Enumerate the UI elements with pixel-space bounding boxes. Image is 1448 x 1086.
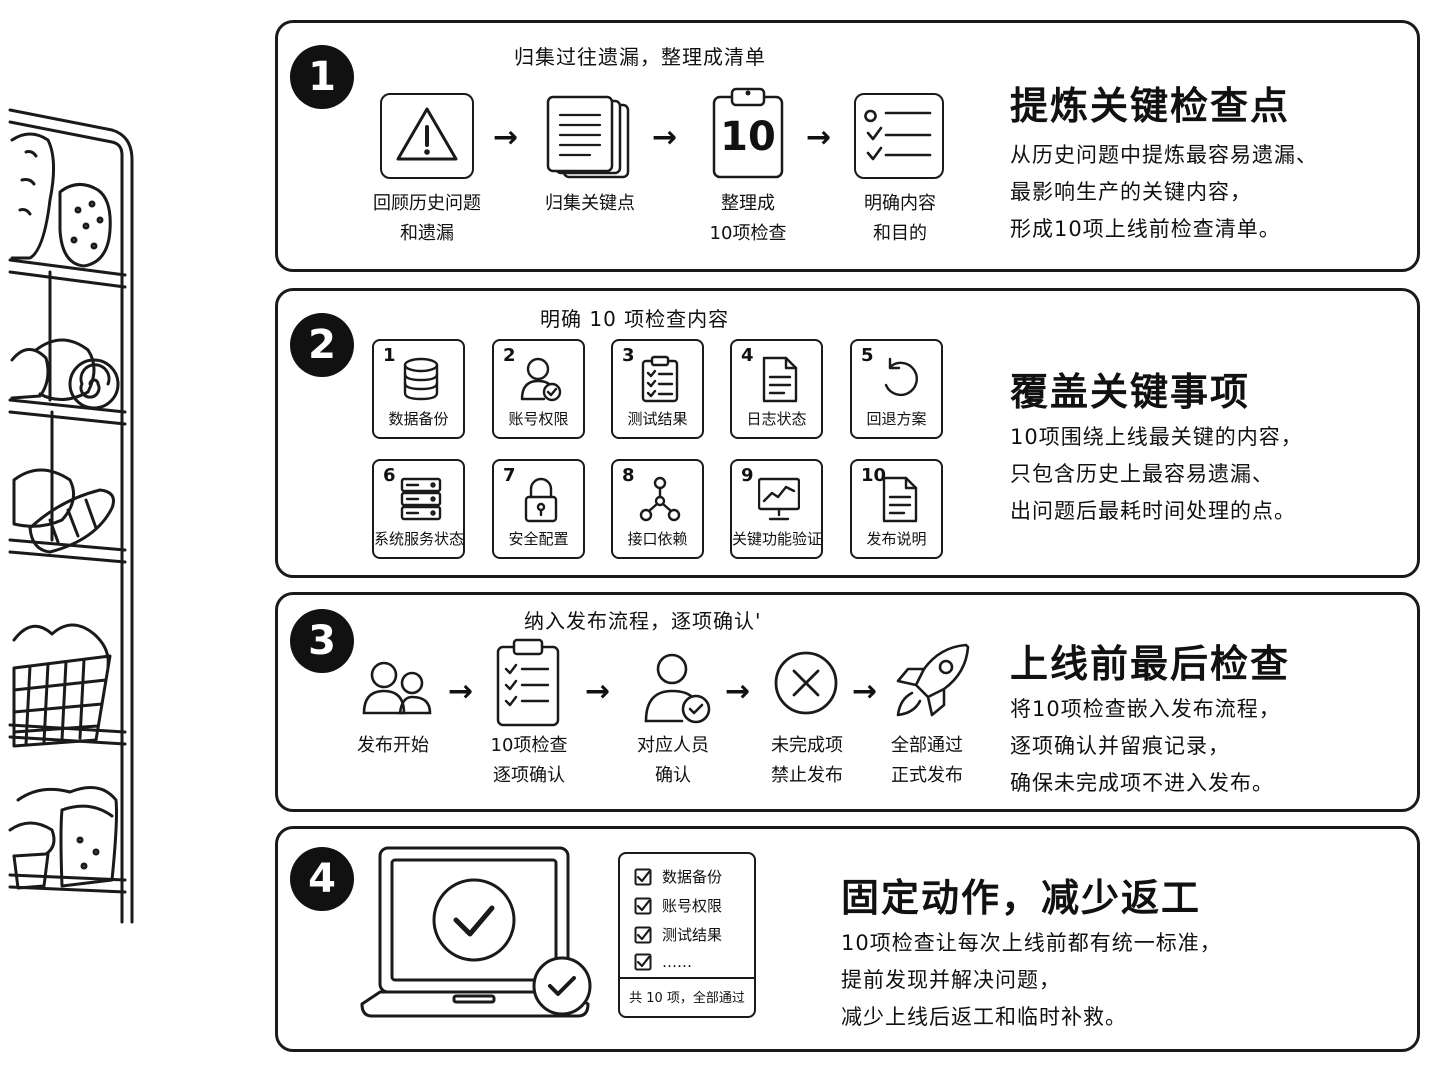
step-label: 发布开始: [357, 735, 429, 756]
check-item-tile: 6 系统服务状态: [372, 459, 465, 559]
checklist-item: ……: [634, 953, 692, 971]
step-number-badge: 4: [290, 847, 354, 911]
documents-stack-icon: [546, 95, 630, 179]
step-label: 10项检查逐项确认: [490, 735, 568, 786]
flow-arrow: →: [652, 120, 678, 155]
panel-title: 上线前最后检查: [1010, 642, 1291, 686]
check-item-tile: 7 安全配置: [492, 459, 585, 559]
panel-final-check: 3 纳入发布流程，逐项确认' 发布开始 → 10项检查逐项确认 → 对应人员确认…: [275, 592, 1420, 812]
document-icon: [882, 476, 918, 523]
check-item-tile: 5 回退方案: [850, 339, 943, 439]
checklist-item: 测试结果: [634, 924, 722, 945]
checklist-summary: 共 10 项，全部通过: [620, 977, 754, 1006]
checklist-card: 数据备份 账号权限 测试结果 …… 共 10 项，全部通过: [618, 852, 756, 1018]
flow-arrow: →: [725, 674, 751, 709]
database-icon: [403, 357, 439, 401]
flow-arrow: →: [806, 120, 832, 155]
check-item-tile: 10 发布说明: [850, 459, 943, 559]
rocket-icon: [896, 643, 970, 717]
user-check-icon: [520, 357, 562, 402]
network-icon: [639, 476, 681, 522]
check-item-tile: 3 测试结果: [611, 339, 704, 439]
panel-caption: 纳入发布流程，逐项确认': [524, 609, 762, 633]
tile-number: 7: [503, 465, 516, 486]
undo-icon: [884, 357, 918, 397]
checklist-step: [854, 93, 944, 179]
panel-caption: 归集过往遗漏，整理成清单: [514, 45, 766, 69]
checkbox-checked-icon: [634, 897, 652, 914]
laptop-check-icon: [360, 846, 592, 1018]
person-confirm-icon: [644, 653, 711, 724]
tile-label: 安全配置: [508, 530, 569, 548]
clipboard-checklist-icon: [496, 638, 560, 727]
step-label: 明确内容和目的: [864, 193, 936, 244]
check-item-tile: 4 日志状态: [730, 339, 823, 439]
clipboard-check-icon: [641, 355, 679, 403]
tile-number: 5: [861, 345, 874, 366]
tile-label: 系统服务状态: [374, 530, 465, 548]
flow-arrow: →: [448, 674, 474, 709]
monitor-chart-icon: [758, 477, 800, 521]
tile-number: 4: [741, 345, 754, 366]
tile-label: 账号权限: [508, 410, 569, 428]
lock-icon: [524, 477, 558, 523]
tile-label: 接口依赖: [627, 530, 688, 548]
checklist-item: 账号权限: [634, 895, 722, 916]
server-icon: [400, 477, 442, 521]
users-icon: [362, 661, 432, 715]
tile-number: 1: [383, 345, 396, 366]
panel-title: 覆盖关键事项: [1010, 370, 1251, 414]
step-label: 对应人员确认: [637, 735, 709, 786]
tile-number: 6: [383, 465, 396, 486]
panel-title: 提炼关键检查点: [1010, 84, 1291, 128]
panel-description: 10项检查让每次上线前都有统一标准，提前发现并解决问题，减少上线后返工和临时补救…: [841, 931, 1222, 1029]
step-label: 全部通过正式发布: [891, 735, 963, 786]
tile-number: 3: [622, 345, 635, 366]
step-number-badge: 1: [290, 45, 354, 109]
checklist-icon: [864, 109, 932, 161]
checkbox-checked-icon: [634, 953, 652, 971]
panel-title: 固定动作，减少返工: [841, 876, 1202, 920]
tile-number: 8: [622, 465, 635, 486]
check-item-tile: 2 账号权限: [492, 339, 585, 439]
clipboard-number: 10: [720, 114, 776, 160]
step-label: 未完成项禁止发布: [771, 735, 843, 786]
checkbox-checked-icon: [634, 868, 652, 885]
tile-label: 发布说明: [866, 530, 927, 548]
panel-caption: 明确 10 项检查内容: [540, 307, 730, 331]
clipboard-icon: [712, 87, 784, 179]
flow-arrow: →: [585, 674, 611, 709]
panel-description: 从历史问题中提炼最容易遗漏、最影响生产的关键内容，形成10项上线前检查清单。: [1010, 143, 1318, 241]
panel-extract-checkpoints: 1 归集过往遗漏，整理成清单 回顾历史问题和遗漏 → 归集关键点 → 10 整理…: [275, 20, 1420, 272]
checkbox-checked-icon: [634, 926, 652, 943]
flow-arrow: →: [493, 120, 519, 155]
step-number-badge: 2: [290, 313, 354, 377]
checklist-item: 数据备份: [634, 866, 722, 887]
flow-arrow: →: [852, 674, 878, 709]
tile-label: 关键功能验证: [732, 530, 823, 548]
warning-icon: [396, 107, 458, 161]
panel-description: 将10项检查嵌入发布流程，逐项确认并留痕记录，确保未完成项不进入发布。: [1010, 697, 1281, 795]
panel-description: 10项围绕上线最关键的内容，只包含历史上最容易遗漏、出问题后最耗时间处理的点。: [1010, 425, 1303, 523]
panel-cover-key-items: 2 明确 10 项检查内容 1 数据备份 2 账号权限 3 测试结果 4 日志状态 5 回退方案 6…: [275, 288, 1420, 578]
check-item-tile: 9 关键功能验证: [730, 459, 823, 559]
tile-label: 回退方案: [866, 410, 927, 428]
tile-number: 2: [503, 345, 516, 366]
check-item-tile: 1 数据备份: [372, 339, 465, 439]
tile-number: 10: [861, 465, 887, 486]
bakery-shelf-illustration: [8, 108, 134, 924]
tile-number: 9: [741, 465, 754, 486]
document-icon: [762, 356, 798, 403]
tile-label: 数据备份: [388, 410, 449, 428]
tile-label: 日志状态: [746, 410, 807, 428]
check-item-tile: 8 接口依赖: [611, 459, 704, 559]
step-label: 归集关键点: [545, 193, 635, 214]
x-circle-icon: [774, 651, 838, 715]
review-issues-step: [380, 93, 474, 179]
step-label: 回顾历史问题和遗漏: [373, 193, 481, 244]
step-number-badge: 3: [290, 609, 354, 673]
tile-label: 测试结果: [627, 410, 688, 428]
